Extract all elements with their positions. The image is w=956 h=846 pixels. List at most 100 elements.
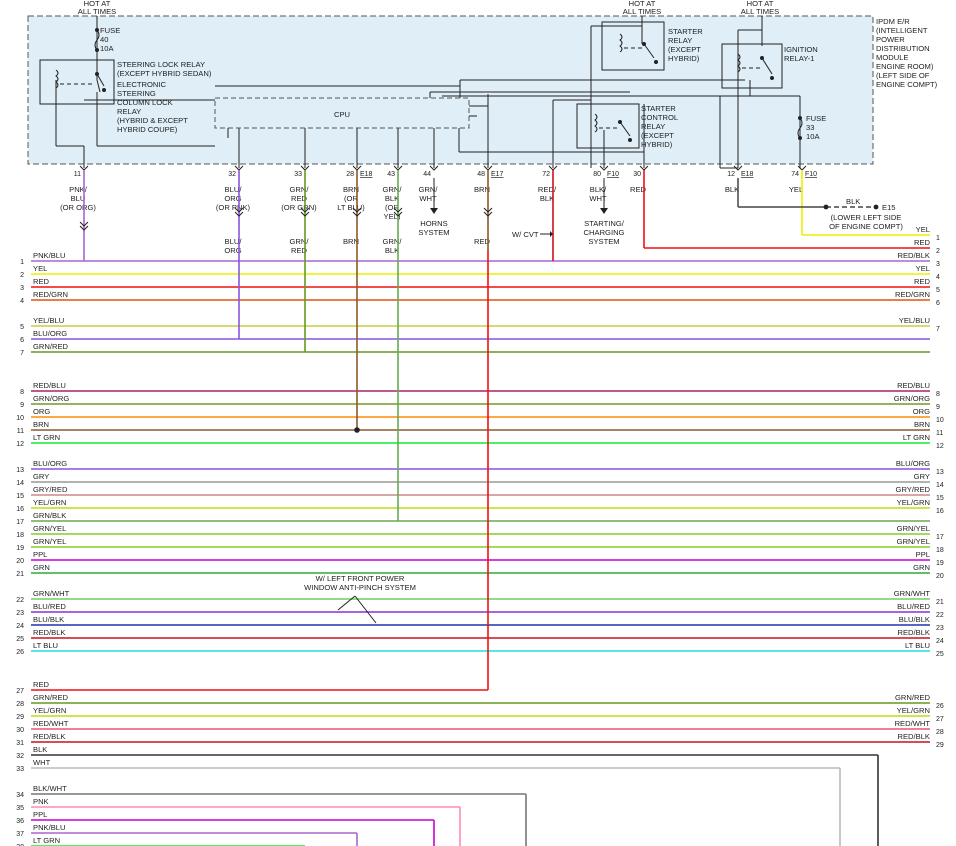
ipdm-internal-wiring: [55, 16, 801, 169]
wire-number: 15: [936, 495, 944, 502]
svg-text:RELAY: RELAY: [641, 122, 665, 131]
wire-label: YEL/GRN: [33, 706, 66, 715]
svg-text:RELAY: RELAY: [117, 107, 141, 116]
wire-label: BLU/BLK: [899, 615, 930, 624]
wire-label: LT GRN: [33, 433, 60, 442]
wire-label: YEL: [916, 225, 930, 234]
wire-label: GRN/RED: [33, 693, 69, 702]
wire-number: 29: [936, 742, 944, 749]
wire-number: 32: [16, 753, 24, 760]
wire-label: PNK/BLU: [33, 251, 66, 260]
wire-number: 16: [16, 506, 24, 513]
wire-color-label: BLU/: [225, 237, 243, 246]
svg-text:(EXCEPT HYBRID SEDAN): (EXCEPT HYBRID SEDAN): [117, 69, 212, 78]
pin-number: 74: [791, 171, 799, 178]
wire-number: 12: [16, 441, 24, 448]
wire-number: 13: [16, 467, 24, 474]
fuse-40: FUSE 40 10A: [94, 26, 120, 53]
wire-number: 8: [20, 389, 24, 396]
wire-number: 33: [16, 766, 24, 773]
starting-system-note: STARTING/ CHARGING SYSTEM: [584, 178, 625, 246]
svg-text:BLK: BLK: [846, 197, 860, 206]
pin-wire-color: RED: [630, 185, 647, 194]
wire-left-38: 38LT GRN: [16, 836, 305, 846]
wire-label: GRN/RED: [33, 342, 69, 351]
wire-label: RED/WHT: [895, 719, 931, 728]
wire-label: PPL: [33, 550, 47, 559]
svg-text:COLUMN LOCK: COLUMN LOCK: [117, 98, 173, 107]
wire-label: RED/GRN: [895, 290, 930, 299]
hot-left-line1: HOT AT: [84, 0, 111, 8]
svg-text:WINDOW ANTI-PINCH SYSTEM: WINDOW ANTI-PINCH SYSTEM: [304, 583, 416, 592]
wire-label: RED: [33, 277, 50, 286]
wire-label: RED: [33, 680, 50, 689]
wire-label: LT GRN: [903, 433, 930, 442]
wire-left-29: 29 YEL/GRN: [16, 706, 930, 721]
wire-label: BLU/ORG: [33, 329, 67, 338]
wire-number: 2: [20, 272, 24, 279]
svg-text:STARTER: STARTER: [668, 27, 703, 36]
wire-number: 7: [936, 326, 940, 333]
pin-number: 72: [542, 171, 550, 178]
pin-wire-color: YEL): [384, 212, 401, 221]
wire-number: 29: [16, 714, 24, 721]
pin-wire-color: BLK: [540, 194, 554, 203]
connector-id: F10: [607, 171, 619, 178]
wire-number: 11: [17, 428, 24, 435]
wire-number: 18: [16, 532, 24, 539]
wire-label: PPL: [33, 810, 47, 819]
ipdm-module-box: [27, 15, 874, 165]
wire-number: 21: [936, 599, 944, 606]
svg-text:ENGINE ROOM): ENGINE ROOM): [876, 62, 934, 71]
pin-wire-color: GRN/: [290, 185, 310, 194]
pin-wire-color: WHT: [589, 194, 607, 203]
pin-number: 11: [74, 171, 81, 178]
inline-connector: [79, 221, 89, 231]
wire-label: YEL: [916, 264, 930, 273]
wire-number: 17: [16, 519, 24, 526]
wire-number: 25: [936, 651, 944, 658]
pin-number: 48: [477, 171, 485, 178]
wire-number: 19: [16, 545, 24, 552]
wire-number: 4: [20, 298, 24, 305]
pin-wire-color: (OR PNK): [216, 203, 251, 212]
wire-label: YEL: [33, 264, 47, 273]
pin-wire-color: GRN/: [419, 185, 439, 194]
svg-text:IGNITION: IGNITION: [784, 45, 818, 54]
wire-label: RED/BLK: [898, 732, 931, 741]
hot-right-line1: HOT AT: [747, 0, 774, 8]
wire-label: GRY: [914, 472, 930, 481]
svg-text:IPDM E/R: IPDM E/R: [876, 17, 910, 26]
wire-number: 24: [936, 638, 944, 645]
svg-text:SYSTEM: SYSTEM: [418, 228, 449, 237]
wire-label: BLK: [33, 745, 47, 754]
horns-system-note: HORNS SYSTEM: [418, 178, 450, 237]
hot-mid-line1: HOT AT: [629, 0, 656, 8]
svg-text:33: 33: [806, 123, 814, 132]
steering-lock-relay: STEERING LOCK RELAY (EXCEPT HYBRID SEDAN…: [39, 59, 212, 134]
wire-label: GRN/RED: [895, 693, 931, 702]
pin-wire-color: WHT: [419, 194, 437, 203]
wire-number: 9: [20, 402, 24, 409]
